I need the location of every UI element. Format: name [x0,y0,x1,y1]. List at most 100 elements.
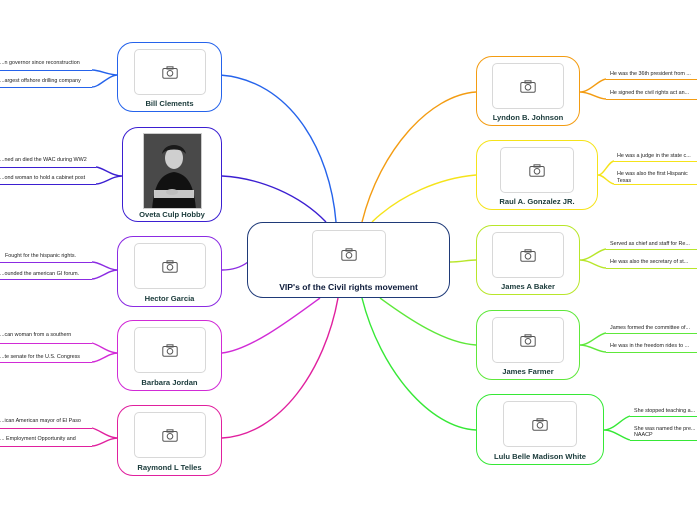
node-label: Hector Garcia [144,294,195,303]
underline-garcia-1 [0,262,92,263]
image-placeholder [492,317,564,363]
fact-clements-2: ...argest offshore drilling company [0,78,81,84]
underline-hobby-1 [0,167,96,168]
fact-white-2: She was named the pre... [634,426,696,432]
node-raul-gonzalez[interactable]: Raul A. Gonzalez JR. [476,140,598,210]
fact-baker-2: He was also the secretary of st... [610,259,689,265]
image-placeholder [311,230,386,278]
underline-telles-2 [0,446,92,447]
node-oveta-culp-hobby[interactable]: Oveta Culp Hobby [122,127,222,222]
node-label: Bill Clements [145,99,194,108]
connector-james-baker [449,259,477,263]
connector-hobby-sub [95,166,123,185]
connector-hector-garcia [221,261,249,271]
image-placeholder [133,49,206,95]
underline-hobby-2 [0,184,96,185]
image-placeholder [133,412,206,458]
underline-white-1 [630,416,697,417]
node-label: Raul A. Gonzalez JR. [499,197,575,206]
node-james-baker[interactable]: James A Baker [476,225,580,295]
node-raymond-telles[interactable]: Raymond L Telles [117,405,222,476]
node-label: Oveta Culp Hobby [139,210,205,219]
connector-oveta-culp-hobby [221,175,327,223]
image-placeholder [492,63,564,109]
underline-jordan-1 [0,343,92,344]
central-topic[interactable]: VIP's of the Civil rights movement [247,222,450,298]
underline-gonzalez-2 [614,184,697,185]
image-placeholder [503,401,577,447]
camera-icon [161,428,178,442]
connector-garcia-sub [91,261,119,280]
underline-johnson-2 [606,99,697,100]
node-james-farmer[interactable]: James Farmer [476,310,580,380]
node-hector-garcia[interactable]: Hector Garcia [117,236,222,307]
fact-gonzalez-3: Texas [617,178,632,184]
camera-icon [340,247,357,261]
fact-hobby-2: ...ond woman to hold a cabinet post [0,175,86,181]
underline-gonzalez-1 [614,161,697,162]
image-placeholder [133,243,206,289]
node-label: James A Baker [501,282,555,291]
connector-raymond-telles [221,297,339,439]
underline-baker-2 [606,268,697,269]
fact-farmer-1: James formed the committee of... [610,325,690,331]
connector-barbara-jordan [221,297,321,354]
fact-telles-1: ...ican American mayor of El Paso [0,418,81,424]
fact-johnson-2: He signed the civil rights act an... [610,90,690,96]
node-bill-clements[interactable]: Bill Clements [117,42,222,112]
fact-telles-2: ... Employment Opportunity and [0,436,76,442]
connector-lyndon-johnson [361,91,477,223]
connector-jordan-sub [91,342,119,363]
connector-lulu-white [361,297,477,431]
fact-johnson-1: He was the 36th president from ... [610,71,691,77]
image-placeholder [492,232,564,278]
underline-jordan-2 [0,362,92,363]
node-label: Raymond L Telles [137,463,202,472]
connector-gonzalez-sub [597,160,615,185]
underline-baker-1 [606,249,697,250]
connector-white-sub [603,415,631,441]
node-lyndon-johnson[interactable]: Lyndon B. Johnson [476,56,580,126]
fact-white-1: She stopped teaching a... [634,408,696,414]
fact-baker-1: Served as chief and staff for Re... [610,241,690,247]
underline-clements-2 [0,87,92,88]
connector-johnson-sub [579,78,607,100]
connector-baker-sub [579,248,607,269]
camera-icon [532,417,548,431]
connector-raul-gonzalez [371,174,477,223]
underline-johnson-1 [606,79,697,80]
connector-james-farmer [379,297,477,346]
fact-gonzalez-1: He was a judge in the state c... [617,153,691,159]
image-placeholder [133,327,206,373]
fact-jordan-2: ...te senate for the U.S. Congress [0,354,81,360]
camera-icon [161,65,178,79]
node-label: Lyndon B. Johnson [492,113,564,122]
fact-hobby-1: ...ned an died the WAC during WW2 [0,157,87,163]
camera-icon [161,343,178,357]
node-label: James Farmer [502,367,554,376]
camera-icon [520,79,536,93]
node-label: Lulu Belle Madison White [494,452,586,461]
underline-garcia-2 [0,279,92,280]
underline-farmer-2 [606,352,697,353]
fact-clements-1: ...n governor since reconstruction [0,60,80,66]
fact-farmer-2: He was in the freedom rides to ... [610,343,690,349]
camera-icon [520,333,536,347]
underline-white-2 [630,440,697,441]
fact-garcia-1: Fought for the hispanic rights. [5,253,77,259]
node-lulu-white[interactable]: Lulu Belle Madison White [476,394,604,465]
underline-clements-1 [0,70,92,71]
connector-clements-sub [91,69,119,88]
portrait-image [143,133,202,209]
fact-garcia-2: ...ounded the american GI forum. [0,271,80,277]
camera-icon [520,248,536,262]
connector-farmer-sub [579,332,607,353]
connector-bill-clements [219,74,337,223]
camera-icon [529,163,545,177]
node-barbara-jordan[interactable]: Barbara Jordan [117,320,222,391]
central-title: VIP's of the Civil rights movement [279,282,418,292]
underline-telles-1 [0,428,92,429]
camera-icon [161,259,178,273]
node-label: Barbara Jordan [141,378,198,387]
